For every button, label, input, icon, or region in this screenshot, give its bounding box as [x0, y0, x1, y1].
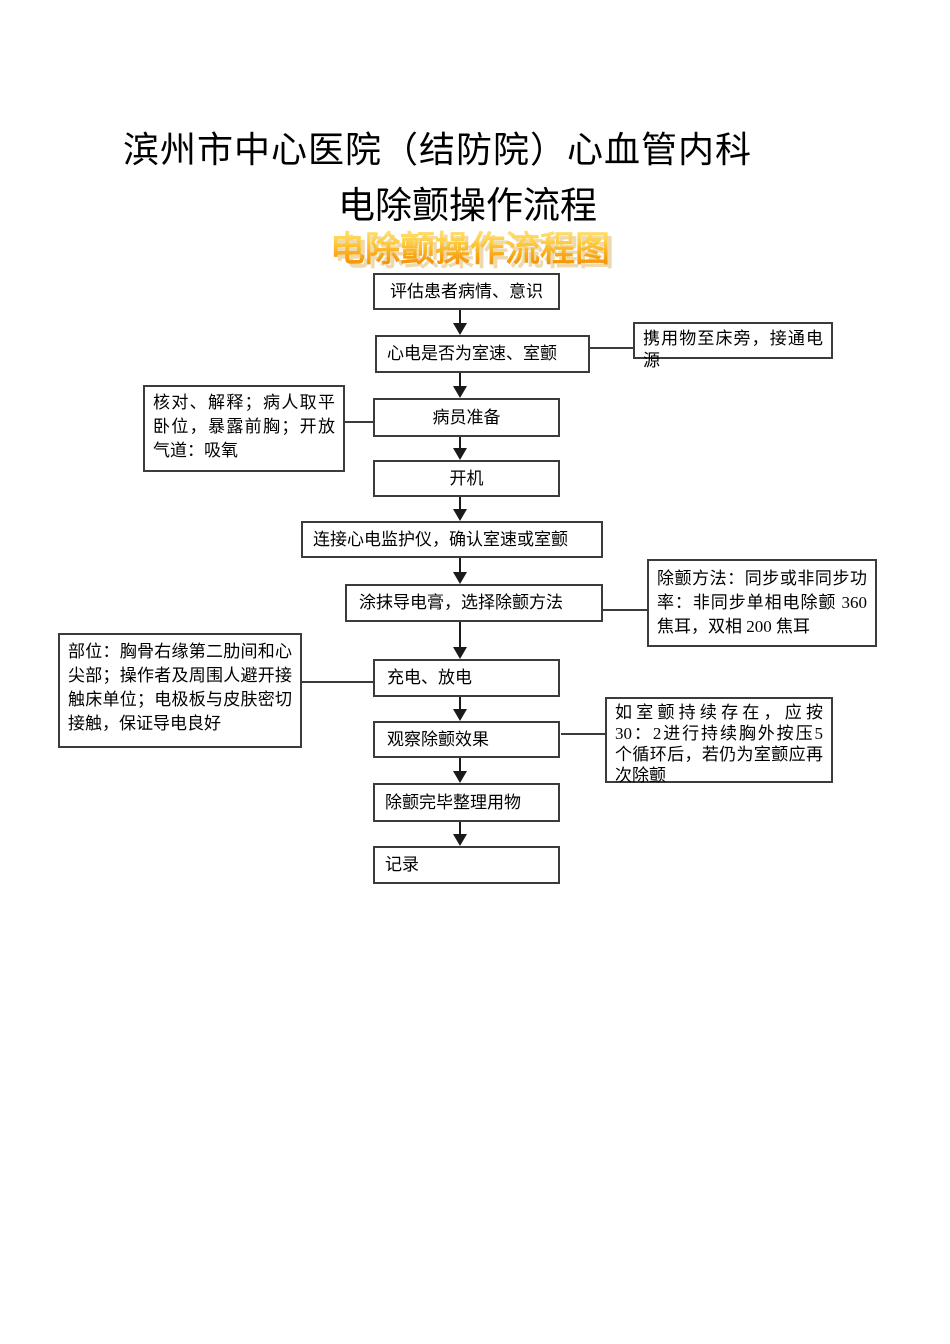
side-note-line: 如室颤持续存在，应按	[615, 703, 823, 722]
arrow-down-icon	[453, 386, 467, 398]
connector-line-observe-to-persist	[561, 733, 605, 735]
arrow-down-icon	[453, 572, 467, 584]
side-note-line: 核对、解释；病人取平	[153, 393, 335, 412]
flow-step-patient-prep: 病员准备	[373, 398, 560, 437]
side-note-line: 除颤方法：同步或非同步功	[657, 569, 867, 588]
flow-arrow-line	[459, 497, 461, 510]
document-subtitle: 电除颤操作流程	[338, 186, 597, 227]
connector-line-gel-to-method	[603, 609, 647, 611]
side-note-line: 部位：胸骨右缘第二肋间和心	[68, 642, 292, 661]
arrow-down-icon	[453, 448, 467, 460]
connector-line-position-to-charge	[302, 681, 373, 683]
arrow-down-icon	[453, 647, 467, 659]
side-note-defib-method: 除颤方法：同步或非同步功 率：非同步单相电除颤 360 焦耳，双相 200 焦耳	[647, 559, 877, 647]
flow-arrow-line	[459, 310, 461, 324]
wordart-title: 电除颤操作流程图 电除颤操作流程图	[0, 221, 940, 273]
flow-step-tidy-up: 除颤完毕整理用物	[373, 783, 560, 822]
flow-arrow-line	[459, 373, 461, 387]
side-note-line: 尖部；操作者及周围人避开接	[68, 666, 292, 685]
flow-step-connect-monitor: 连接心电监护仪，确认室速或室颤	[301, 521, 603, 558]
side-note-persistent-vf: 如室颤持续存在，应按 30：2进行持续胸外按压5 个循环后，若仍为室颤应再 次除…	[605, 697, 833, 785]
side-note-line: 30：2进行持续胸外按压5	[615, 724, 823, 743]
side-note-line: 接触，保证导电良好	[68, 714, 221, 733]
flow-arrow-line	[459, 822, 461, 835]
flow-step-apply-gel: 涂抹导电膏，选择除颤方法	[345, 584, 603, 622]
connector-line-verify-to-prep	[345, 421, 373, 423]
flow-step-record: 记录	[373, 846, 560, 884]
side-note-line: 源	[643, 351, 660, 370]
flow-arrow-line	[459, 758, 461, 772]
flow-step-observe-effect: 观察除颤效果	[373, 721, 560, 758]
flow-arrow-line	[459, 697, 461, 710]
side-note-line: 焦耳，双相 200 焦耳	[657, 617, 810, 636]
document-title: 滨州市中心医院（结防院）心血管内科	[122, 130, 752, 170]
side-note-line: 个循环后，若仍为室颤应再	[615, 745, 823, 764]
side-note-line: 卧位，暴露前胸；开放	[153, 417, 335, 436]
flow-step-assess-patient: 评估患者病情、意识	[373, 273, 560, 310]
flow-step-check-rhythm: 心电是否为室速、室颤	[375, 335, 590, 373]
arrow-down-icon	[453, 709, 467, 721]
side-note-line: 携用物至床旁，接通电	[643, 329, 823, 348]
connector-line-check-to-carry	[590, 347, 633, 349]
side-note-carry-equipment: 携用物至床旁，接通电 源	[633, 322, 833, 370]
flow-arrow-line	[459, 558, 461, 573]
arrow-down-icon	[453, 509, 467, 521]
flow-arrow-line	[459, 622, 461, 648]
arrow-down-icon	[453, 771, 467, 783]
flow-step-power-on: 开机	[373, 460, 560, 497]
side-note-line: 触床单位；电极板与皮肤密切	[68, 690, 292, 709]
arrow-down-icon	[453, 323, 467, 335]
wordart-title-shadow: 电除颤操作流程图	[4, 225, 944, 276]
side-note-electrode-position: 部位：胸骨右缘第二肋间和心 尖部；操作者及周围人避开接 触床单位；电极板与皮肤密…	[58, 633, 302, 748]
flow-step-charge-discharge: 充电、放电	[373, 659, 560, 697]
side-note-line: 气道：吸氧	[153, 441, 238, 460]
wordart-title-text: 电除颤操作流程图	[0, 221, 940, 272]
side-note-line: 次除颤	[615, 766, 666, 785]
flow-arrow-line	[459, 437, 461, 449]
side-note-line: 率：非同步单相电除颤 360	[657, 593, 867, 612]
side-note-verify-explain: 核对、解释；病人取平 卧位，暴露前胸；开放 气道：吸氧	[143, 385, 345, 472]
arrow-down-icon	[453, 834, 467, 846]
